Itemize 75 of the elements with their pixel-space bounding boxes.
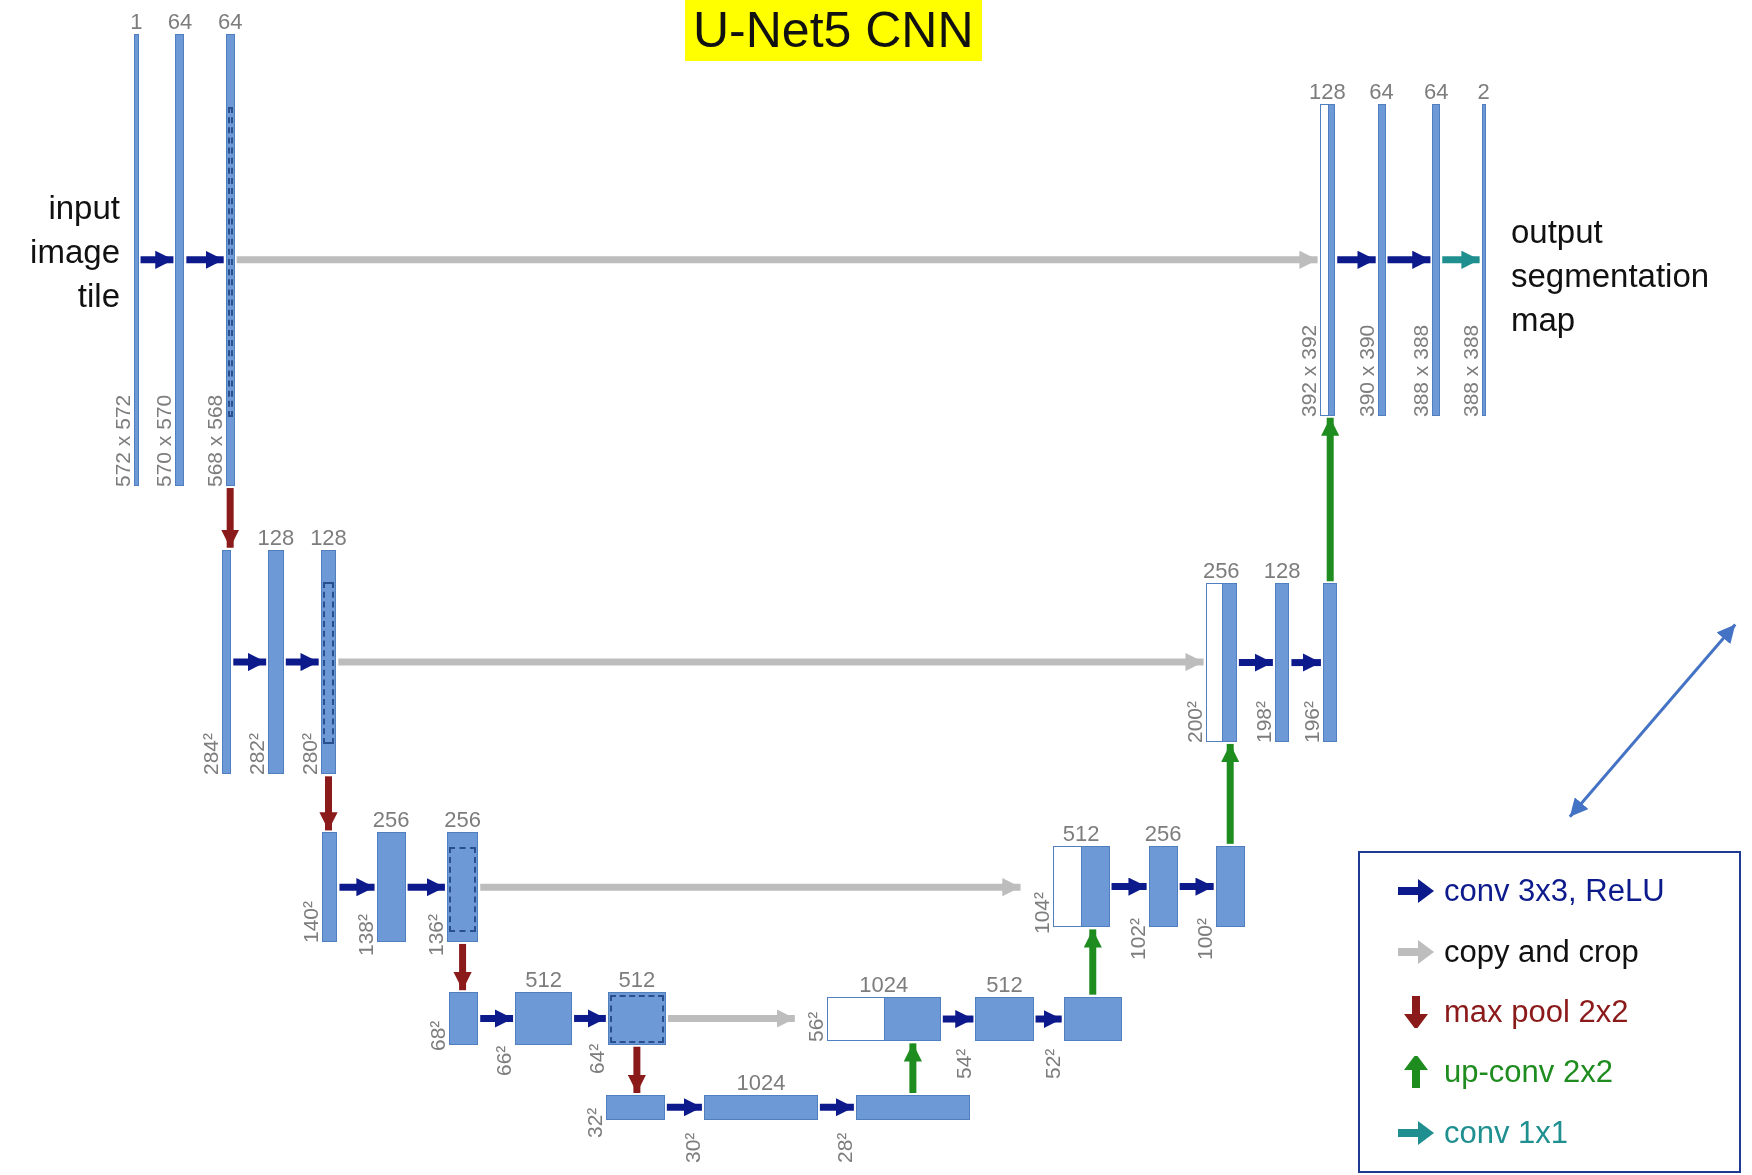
channel-count: 512 (986, 972, 1023, 997)
output-label: output segmentation map (1511, 212, 1711, 340)
size-label: 102² (1127, 917, 1148, 960)
size-label: 568 x 568 (204, 394, 225, 488)
arrow (1387, 250, 1431, 269)
size-label: 280² (299, 733, 320, 776)
size-label: 136² (425, 914, 446, 957)
size-label: 28² (834, 1132, 855, 1164)
arrow (1221, 743, 1240, 844)
channel-count: 256 (444, 808, 481, 833)
arrow (1111, 877, 1147, 896)
size-label: 52² (1042, 1048, 1063, 1080)
legend-label: conv 1x1 (1444, 1114, 1569, 1151)
size-label: 100² (1194, 917, 1215, 960)
size-label: 388 x 388 (1411, 324, 1432, 417)
size-label: 64² (586, 1043, 607, 1074)
size-label: 196² (1301, 700, 1322, 743)
arrow (1035, 1009, 1062, 1029)
channel-count: 256 (1144, 821, 1182, 846)
channel-count: 64 (1369, 79, 1394, 104)
arrow (627, 1046, 646, 1093)
arrow (574, 1009, 606, 1028)
arrow (1238, 653, 1273, 672)
channel-count: 64 (217, 9, 243, 34)
legend-label: max pool 2x2 (1444, 993, 1629, 1030)
title: U-Net5 CNN (685, 0, 982, 61)
channel-count: 512 (525, 968, 562, 993)
arrow (236, 250, 1318, 269)
size-label: 140² (300, 900, 321, 943)
channel-count: 64 (167, 9, 193, 34)
arrow (942, 1009, 974, 1029)
channel-count: 128 (310, 525, 347, 550)
size-label: 68² (428, 1020, 449, 1052)
input-label: input image tile (29, 188, 120, 316)
channel-count: 128 (1263, 559, 1301, 584)
channel-count: 1024 (736, 1071, 786, 1095)
size-label: 54² (954, 1048, 975, 1080)
channel-count: 512 (618, 968, 656, 993)
arrow (1321, 417, 1340, 582)
arrow (666, 1098, 702, 1117)
size-label: 282² (247, 733, 268, 776)
size-label: 198² (1253, 700, 1274, 743)
arrow (1179, 877, 1214, 896)
arrow (186, 250, 224, 269)
channel-count: 512 (1062, 821, 1100, 846)
legend-label: up-conv 2x2 (1444, 1054, 1613, 1091)
size-label: 284² (201, 733, 222, 776)
size-label: 66² (494, 1045, 515, 1076)
size-label: 570 x 570 (154, 394, 175, 488)
size-label: 56² (805, 1012, 826, 1043)
arrow (819, 1098, 854, 1117)
size-label: 392 x 392 (1298, 324, 1319, 417)
size-label: 32² (584, 1108, 605, 1139)
channel-count: 256 (372, 808, 410, 833)
arrow (480, 1009, 514, 1028)
size-label: 572 x 572 (113, 394, 134, 488)
arrow (407, 878, 445, 897)
arrow (140, 250, 174, 269)
legend-label: copy and crop (1444, 933, 1639, 970)
legend-label: conv 3x3, ReLU (1444, 873, 1665, 910)
channel-count: 1024 (859, 972, 909, 997)
size-label: 138² (355, 914, 376, 957)
channel-count: 2 (1477, 79, 1490, 104)
size-label: 200² (1184, 700, 1205, 743)
channel-count: 256 (1202, 559, 1240, 584)
channel-count: 1 (130, 9, 143, 34)
channel-count: 128 (257, 525, 295, 550)
size-label: 104² (1031, 891, 1052, 934)
channel-count: 64 (1424, 79, 1449, 104)
size-label: 388 x 388 (1460, 324, 1481, 417)
arrow (453, 943, 472, 991)
size-label: 390 x 390 (1356, 324, 1377, 417)
channel-count: 128 (1309, 79, 1346, 104)
size-label: 30² (682, 1132, 703, 1164)
arrow (285, 652, 319, 672)
